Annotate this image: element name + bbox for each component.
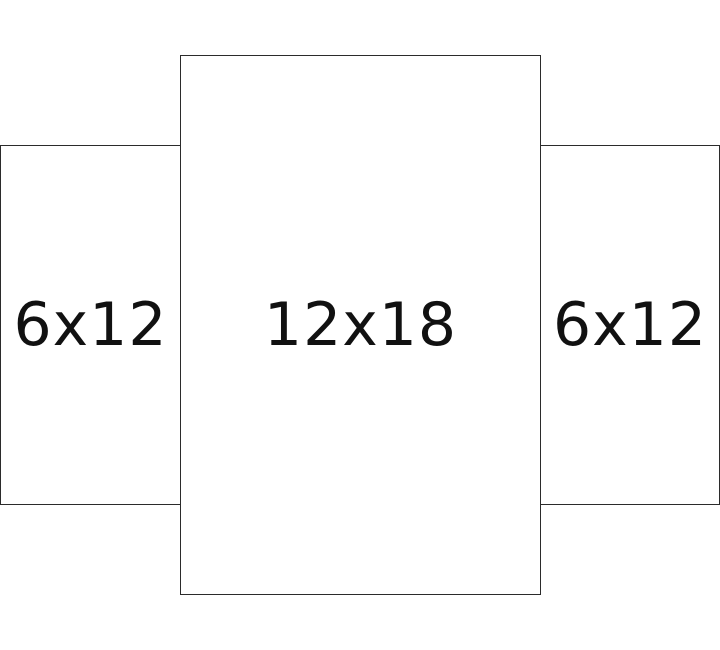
center-panel-size-label: 12x18 (263, 290, 458, 360)
center-panel: 12x18 (180, 55, 541, 595)
left-panel-size-label: 6x12 (13, 290, 168, 360)
right-panel-size-label: 6x12 (552, 290, 708, 360)
left-panel: 6x12 (0, 145, 181, 505)
right-panel: 6x12 (540, 145, 720, 505)
